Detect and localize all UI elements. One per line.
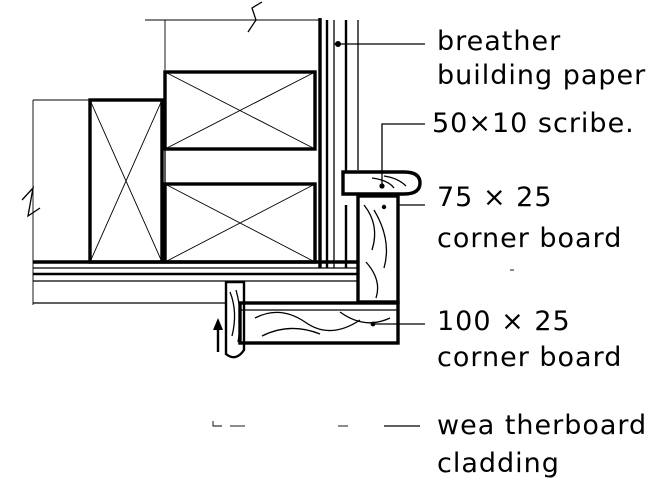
label-breather-building-paper: breather building paper: [437, 26, 646, 91]
upper-block: [163, 70, 317, 151]
label-corner100-line1: 100 × 25: [437, 306, 571, 337]
corner-board-75x25: [356, 194, 400, 304]
label-corner75-line2: corner board: [437, 223, 622, 254]
corner-board-100x25: [238, 301, 400, 345]
label-weatherboard-cladding: wea therboard cladding: [437, 410, 647, 479]
bottom-plates: [33, 260, 360, 304]
label-weatherboard-line1: wea therboard: [437, 410, 647, 441]
leader-lines: [212, 41, 514, 427]
label-corner100-line2: corner board: [437, 342, 622, 373]
label-corner-board-75x25: 75 × 25 corner board: [437, 182, 622, 254]
building-paper-layers: [318, 18, 359, 268]
vertical-stud: [88, 98, 164, 264]
label-breather-line2: building paper: [437, 60, 646, 91]
weatherboard-profile: [213, 280, 246, 359]
label-corner-board-100x25: 100 × 25 corner board: [437, 306, 622, 373]
middle-spacer: [164, 147, 315, 186]
label-weatherboard-line2: cladding: [437, 448, 560, 479]
label-scribe-line1: 50×10 scribe.: [432, 108, 635, 139]
label-scribe: 50×10 scribe.: [432, 108, 635, 139]
left-break-line: [21, 99, 90, 305]
label-corner75-line1: 75 × 25: [437, 182, 553, 213]
scribe-50x10: [341, 170, 422, 196]
label-breather-line1: breather: [437, 26, 561, 57]
top-break-line: [145, 1, 320, 70]
lower-block: [163, 182, 317, 264]
